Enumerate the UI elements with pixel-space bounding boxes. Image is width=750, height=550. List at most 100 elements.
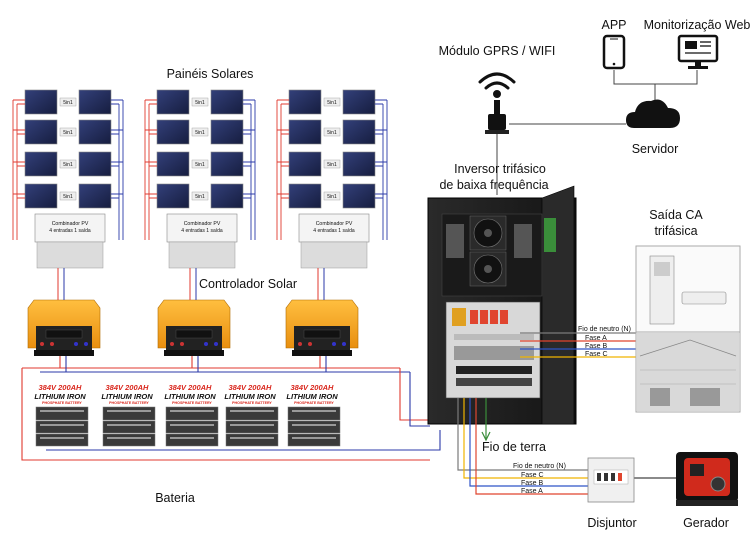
battery-type: PHOSPHATE BATTERY bbox=[232, 401, 272, 405]
pv-panels bbox=[24, 89, 112, 209]
pv-wiring bbox=[276, 99, 388, 240]
smartphone-icon bbox=[602, 34, 626, 70]
cooling-fans bbox=[469, 215, 507, 287]
generator bbox=[676, 452, 738, 506]
battery-type: PHOSPHATE BATTERY bbox=[109, 401, 149, 405]
gprs-module-label: Módulo GPRS / WIFI bbox=[439, 44, 556, 58]
gprs-antenna bbox=[485, 100, 509, 134]
generator-wires bbox=[457, 398, 676, 495]
server-label: Servidor bbox=[632, 142, 679, 156]
ac-output-loads bbox=[635, 245, 741, 413]
battery-label: Bateria bbox=[155, 491, 195, 505]
junction-box-label: 5in1 bbox=[63, 194, 73, 200]
battery-module: 384V 200AH LITHIUM IRON PHOSPHATE BATTER… bbox=[101, 383, 156, 447]
combiner-title: Combinador PV bbox=[52, 221, 89, 227]
junction-box-label: 5in1 bbox=[195, 100, 205, 106]
battery-module: 384V 200AH LITHIUM IRON PHOSPHATE BATTER… bbox=[224, 383, 279, 447]
pv-array-2: 5in1 5in1 5in1 5in1 Combinador PV 4 entr… bbox=[144, 89, 256, 269]
output-neutral-label: Fio de neutro (N) bbox=[578, 326, 631, 333]
junction-box-label: 5in1 bbox=[327, 162, 337, 168]
junction-box-label: 5in1 bbox=[195, 130, 205, 136]
inverter-label-line1: Inversor trifásico bbox=[454, 162, 546, 176]
battery-chemistry: LITHIUM IRON bbox=[34, 392, 86, 401]
battery-rating: 384V 200AH bbox=[291, 383, 335, 392]
air-conditioner-split bbox=[681, 291, 727, 305]
battery-chemistry: LITHIUM IRON bbox=[101, 392, 153, 401]
combiner-subtitle: 4 entradas 1 saída bbox=[313, 228, 355, 234]
junction-box-label: 5in1 bbox=[195, 162, 205, 168]
battery-module: 384V 200AH LITHIUM IRON PHOSPHATE BATTER… bbox=[164, 383, 219, 447]
battery-type: PHOSPHATE BATTERY bbox=[42, 401, 82, 405]
solar-controller-3 bbox=[285, 299, 359, 356]
pv-combiner-box: Combinador PV 4 entradas 1 saída bbox=[166, 213, 238, 269]
junction-box-label: 5in1 bbox=[195, 194, 205, 200]
breaker-panel-components bbox=[452, 308, 534, 386]
battery-module: 384V 200AH LITHIUM IRON PHOSPHATE BATTER… bbox=[34, 383, 89, 447]
pv-panels bbox=[156, 89, 244, 209]
battery-rating: 384V 200AH bbox=[229, 383, 273, 392]
junction-box-label: 5in1 bbox=[327, 194, 337, 200]
pv-combiner-box: Combinador PV 4 entradas 1 saída bbox=[34, 213, 106, 269]
solar-panels-label: Painéis Solares bbox=[167, 67, 254, 81]
combiner-subtitle: 4 entradas 1 saída bbox=[181, 228, 223, 234]
inverter-label-line2: de baixa frequência bbox=[439, 178, 548, 192]
combiner-title: Combinador PV bbox=[184, 221, 221, 227]
generator-label: Gerador bbox=[683, 516, 729, 530]
junction-box-label: 5in1 bbox=[63, 162, 73, 168]
battery-chemistry: LITHIUM IRON bbox=[224, 392, 276, 401]
monitoring-links bbox=[509, 70, 698, 125]
battery-type: PHOSPHATE BATTERY bbox=[172, 401, 212, 405]
solar-controller-label: Controlador Solar bbox=[199, 277, 297, 291]
dc-bus-wires bbox=[21, 356, 441, 461]
junction-boxes: 5in1 5in1 5in1 5in1 bbox=[191, 97, 209, 201]
breaker-label: Disjuntor bbox=[587, 516, 636, 530]
app-label: APP bbox=[601, 18, 626, 32]
web-monitoring-label: Monitorização Web bbox=[644, 18, 750, 32]
output-phase-a-label: Fase A bbox=[585, 335, 607, 342]
gen-phase-a-label: Fase A bbox=[521, 488, 543, 495]
output-phase-c-label: Fase C bbox=[585, 351, 608, 358]
wifi-icon bbox=[478, 72, 516, 98]
combiner-to-controller-wires bbox=[57, 268, 325, 300]
factory-interior bbox=[637, 333, 739, 411]
air-conditioner-tower bbox=[649, 255, 675, 325]
junction-box-label: 5in1 bbox=[327, 130, 337, 136]
combiner-title: Combinador PV bbox=[316, 221, 353, 227]
battery-chemistry: LITHIUM IRON bbox=[286, 392, 338, 401]
solar-controllers bbox=[27, 299, 359, 356]
solar-controller-2 bbox=[157, 299, 231, 356]
pv-panels bbox=[288, 89, 376, 209]
cloud-icon bbox=[626, 99, 680, 128]
junction-box-label: 5in1 bbox=[63, 130, 73, 136]
battery-type: PHOSPHATE BATTERY bbox=[294, 401, 334, 405]
breaker-box bbox=[587, 457, 635, 503]
battery-rating: 384V 200AH bbox=[106, 383, 150, 392]
battery-module: 384V 200AH LITHIUM IRON PHOSPHATE BATTER… bbox=[286, 383, 341, 447]
combiner-subtitle: 4 entradas 1 saída bbox=[49, 228, 91, 234]
junction-box-label: 5in1 bbox=[63, 100, 73, 106]
battery-chemistry: LITHIUM IRON bbox=[164, 392, 216, 401]
ac-output-wires bbox=[520, 332, 636, 358]
output-phase-b-label: Fase B bbox=[585, 343, 608, 350]
inverter-cabinet bbox=[427, 185, 577, 425]
pv-wiring bbox=[12, 99, 124, 240]
earth-wire-label: Fio de terra bbox=[482, 440, 546, 454]
pv-combiner-box: Combinador PV 4 entradas 1 saída bbox=[298, 213, 370, 269]
solar-controller-1 bbox=[27, 299, 101, 356]
gen-phase-b-label: Fase B bbox=[521, 480, 544, 487]
junction-box-label: 5in1 bbox=[327, 100, 337, 106]
vent-grilles bbox=[446, 224, 532, 258]
pv-wiring bbox=[144, 99, 256, 240]
battery-rating: 384V 200AH bbox=[169, 383, 213, 392]
junction-boxes: 5in1 5in1 5in1 5in1 bbox=[59, 97, 77, 201]
gen-neutral-label: Fio de neutro (N) bbox=[513, 463, 566, 470]
gen-phase-c-label: Fase C bbox=[521, 472, 544, 479]
battery-bank: 384V 200AH LITHIUM IRON PHOSPHATE BATTER… bbox=[34, 383, 341, 447]
ac-output-label-line2: trifásica bbox=[654, 224, 697, 238]
battery-rating: 384V 200AH bbox=[39, 383, 83, 392]
ac-output-label-line1: Saída CA bbox=[649, 208, 703, 222]
junction-boxes: 5in1 5in1 5in1 5in1 bbox=[323, 97, 341, 201]
pv-array-1: 5in1 5in1 5in1 5in1 Combinador PV 4 entr… bbox=[12, 89, 124, 269]
computer-monitor-icon bbox=[677, 34, 719, 69]
